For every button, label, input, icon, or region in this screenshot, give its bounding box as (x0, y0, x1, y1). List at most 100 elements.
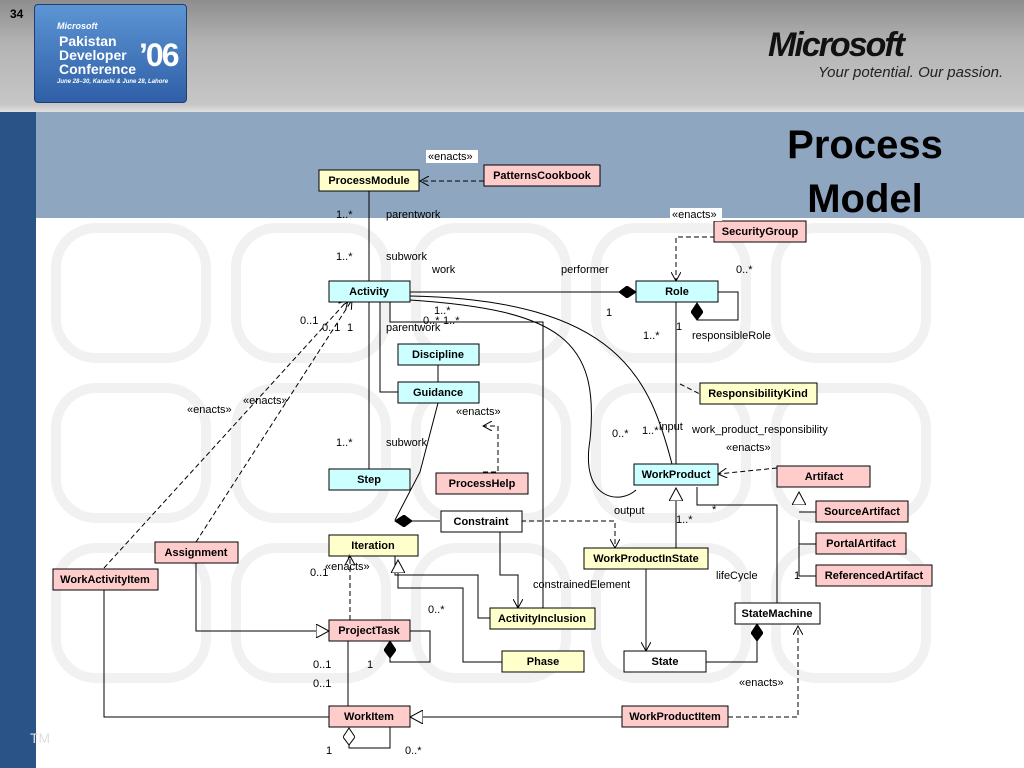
edge-constraint-workproductinstate (513, 520, 615, 548)
edge-assignment-enacts-activity (195, 300, 352, 543)
node-activity-inclusion: ActivityInclusion (489, 607, 596, 630)
svg-text:StateMachine: StateMachine (742, 608, 813, 620)
label-mult-role-self: 0..* (736, 264, 753, 276)
edge-phase-generalize-iteration (398, 560, 502, 663)
label-bg (670, 208, 722, 221)
label-mult-subwork: 1..* (336, 251, 353, 263)
label-output: output (614, 505, 645, 517)
node-referenced-artifact: ReferencedArtifact (815, 564, 933, 587)
label-mult-output: 1..* (676, 514, 693, 526)
conference-logo: Microsoft Pakistan Developer Conference … (34, 4, 187, 103)
svg-text:Step: Step (357, 474, 381, 486)
label-enacts-workactivityitem: «enacts» (187, 404, 232, 416)
edge-activity-workproduct-input (409, 295, 673, 465)
svg-text:Artifact: Artifact (805, 471, 844, 483)
edge-labels: «enacts» «enacts» 1..* parentwork 1..* s… (187, 150, 828, 757)
label-mult-iteration-01: 0..1 (310, 567, 328, 579)
svg-text:Discipline: Discipline (412, 349, 464, 361)
label-parentwork-top: parentwork (386, 209, 441, 221)
svg-text:Iteration: Iteration (351, 540, 395, 552)
page-title-line-1: Process (787, 123, 943, 167)
label-enacts-workproductitem: «enacts» (739, 677, 784, 689)
edge-workitem-self (349, 727, 391, 749)
node-activity: Activity (328, 280, 411, 303)
node-work-activity-item: WorkActivityItem (52, 568, 159, 591)
label-mult-inclusion-b: 0..* (423, 315, 440, 327)
slide-number: 34 (10, 7, 24, 21)
node-role: Role (635, 280, 719, 303)
svg-text:ResponsibilityKind: ResponsibilityKind (708, 388, 808, 400)
edge-activity-workproduct-output (409, 299, 637, 498)
svg-text:PortalArtifact: PortalArtifact (826, 538, 896, 550)
microsoft-tagline: Your potential. Our passion. (818, 64, 1004, 81)
node-work-item: WorkItem (328, 705, 411, 728)
label-mult-workitem-1: 1 (326, 745, 332, 757)
node-project-task: ProjectTask (328, 619, 411, 642)
svg-text:ActivityInclusion: ActivityInclusion (498, 613, 586, 625)
svg-text:PatternsCookbook: PatternsCookbook (493, 170, 592, 182)
edge-workproductitem-enacts-statemachine (728, 626, 798, 718)
label-performer: performer (561, 264, 609, 276)
edge-artifact-children (798, 520, 816, 577)
edge-role-self-responsible (697, 291, 739, 321)
node-work-product: WorkProduct (633, 463, 719, 486)
edge-projecttask-self (390, 630, 431, 663)
label-mult-role-many: 1..* (643, 330, 660, 342)
svg-text:ProcessModule: ProcessModule (328, 175, 409, 187)
conference-logo-line-3: Conference (59, 61, 137, 77)
label-mult-lifecycle: 1 (794, 570, 800, 582)
label-mult-task-01a: 0..1 (313, 659, 331, 671)
left-accent-bar (0, 112, 36, 768)
label-mult-star-wp: * (712, 504, 717, 516)
node-constraint: Constraint (440, 510, 523, 533)
label-mult-task-01b: 0..1 (313, 678, 331, 690)
label-input: input (659, 421, 683, 433)
label-parentwork-mid: parentwork (386, 322, 441, 334)
label-mult-role-1: 1 (676, 321, 682, 333)
header-stripe (0, 105, 1024, 113)
svg-text:State: State (652, 656, 679, 668)
page-title: Process Model (730, 118, 1000, 226)
node-artifact: Artifact (776, 465, 871, 488)
node-state: State (623, 650, 707, 673)
label-mult-inclusion-c: 1..* (443, 315, 460, 327)
label-enacts-projecttask: «enacts» (325, 561, 370, 573)
label-enacts-cookbook: «enacts» (428, 151, 473, 163)
node-phase: Phase (501, 650, 585, 673)
label-mult-input-1: 1..* (642, 425, 659, 437)
edge-projecttask-self-top (412, 630, 431, 641)
svg-text:ProjectTask: ProjectTask (338, 625, 400, 637)
background-watermark (51, 223, 931, 683)
label-lifecycle: lifeCycle (716, 570, 758, 582)
svg-text:WorkProductItem: WorkProductItem (629, 711, 721, 723)
label-mult-workitem-many: 0..* (405, 745, 422, 757)
edge-workactivityitem-enacts-activity (103, 300, 348, 569)
node-portal-artifact: PortalArtifact (815, 532, 907, 555)
edge-state-statemachine (706, 624, 757, 663)
node-process-help: ProcessHelp (435, 472, 529, 495)
node-work-product-in-state: WorkProductInState (583, 547, 709, 570)
footer-mark: TM (30, 730, 51, 746)
conference-logo-brand: Microsoft (57, 21, 98, 31)
node-assignment: Assignment (154, 541, 239, 564)
edge-workactivityitem-workitem (103, 587, 329, 718)
node-discipline: Discipline (397, 343, 480, 366)
page-title-line-2: Model (807, 177, 923, 221)
conference-logo-line-2: Developer (59, 47, 127, 63)
label-mult-performer: 1 (606, 307, 612, 319)
node-state-machine: StateMachine (734, 602, 821, 625)
label-mult-activity-01b: 0..1 (322, 322, 340, 334)
node-source-artifact: SourceArtifact (815, 500, 909, 523)
edge-workproduct-statemachine (696, 487, 778, 604)
label-enacts-processhelp: «enacts» (456, 406, 501, 418)
label-mult-activity-01: 0..1 (300, 315, 318, 327)
svg-text:WorkProductInState: WorkProductInState (593, 553, 699, 565)
svg-text:SecurityGroup: SecurityGroup (722, 226, 799, 238)
label-enacts-artifact: «enacts» (726, 442, 771, 454)
node-iteration: Iteration (328, 534, 419, 557)
svg-text:Phase: Phase (527, 656, 559, 668)
node-process-module: ProcessModule (318, 169, 420, 192)
edge-processhelp-enacts-guidance (483, 426, 499, 473)
label-mult-step: 1..* (336, 437, 353, 449)
